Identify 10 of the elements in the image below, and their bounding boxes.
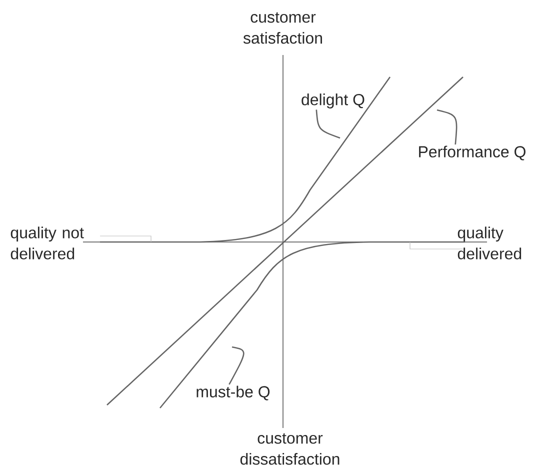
axis-label: quality delivered xyxy=(458,226,522,260)
axis-label: customer dissatisfaction xyxy=(240,433,340,465)
leader-line xyxy=(228,346,244,385)
curve-label: must-be Q xyxy=(196,386,270,400)
leader-line xyxy=(316,110,340,139)
axis-label: customer satisfaction xyxy=(243,12,322,44)
curve-label: delight Q xyxy=(302,94,364,108)
axis-label: quality not delivered xyxy=(10,226,84,260)
curve-label: Performance Q xyxy=(419,146,526,160)
leader-line xyxy=(436,109,458,145)
